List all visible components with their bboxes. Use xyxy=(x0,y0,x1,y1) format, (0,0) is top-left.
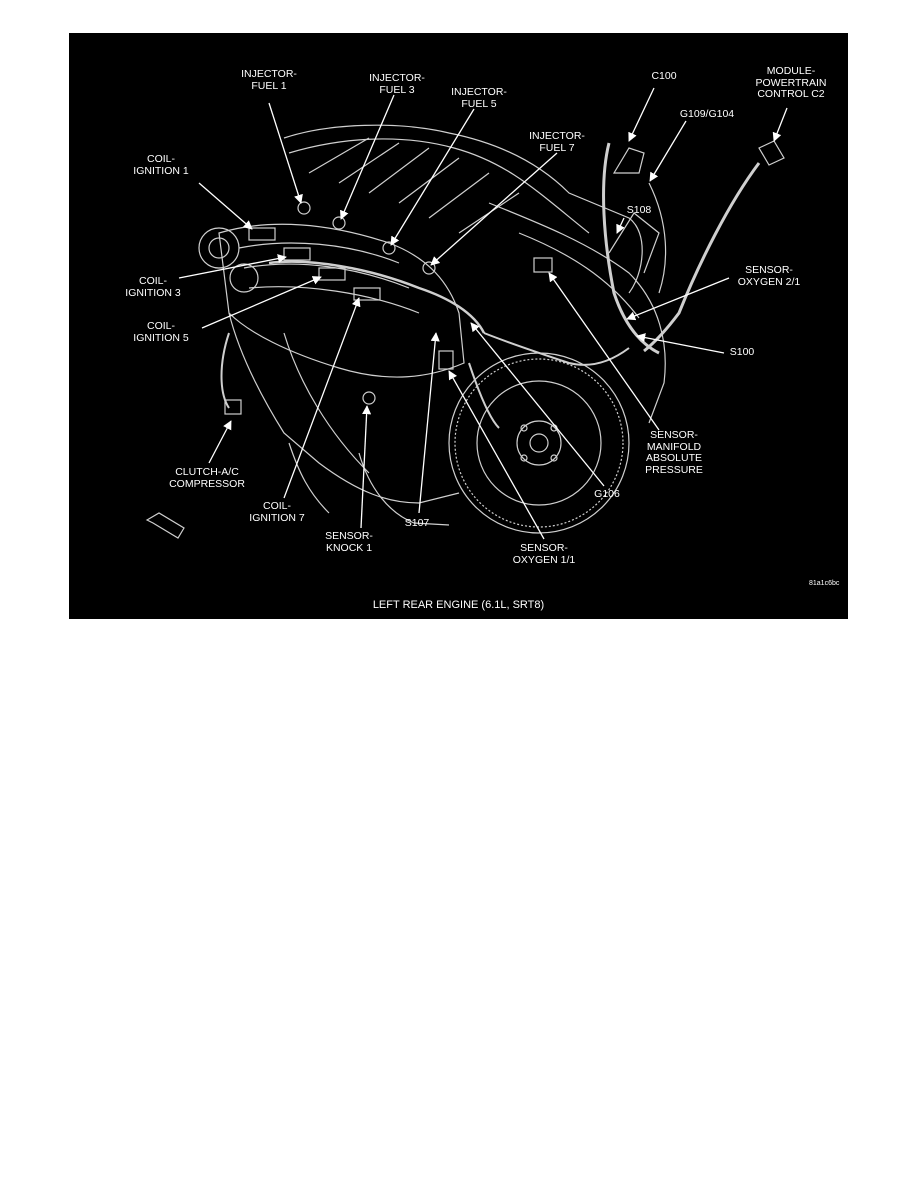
figure-id: 81a1c6bc xyxy=(809,580,840,587)
label-sensor-oxygen-1-1: SENSOR- OXYGEN 1/1 xyxy=(512,542,576,566)
leader-g106 xyxy=(470,322,605,487)
leader-clutch-ac xyxy=(208,420,232,464)
label-injector-fuel-5: INJECTOR- FUEL 5 xyxy=(451,86,507,110)
engine-illustration: FWD xyxy=(145,87,788,540)
leader-coil-ignition-3 xyxy=(178,254,287,279)
leader-sensor-oxygen-2-1 xyxy=(626,277,730,321)
leader-coil-ignition-1 xyxy=(198,182,253,230)
label-c100: C100 xyxy=(651,70,677,82)
leader-module-powertrain xyxy=(772,107,788,142)
leader-g109-g104 xyxy=(649,120,687,182)
label-s100: S100 xyxy=(729,346,755,358)
label-coil-ignition-1: COIL- IGNITION 1 xyxy=(133,153,189,177)
leader-sensor-map xyxy=(548,272,660,431)
engine-diagram: FWD INJECTOR- FUEL 1 INJECTOR- FUEL 3 IN… xyxy=(69,33,848,619)
leader-sensor-oxygen-1-1 xyxy=(448,370,545,540)
leader-coil-ignition-5 xyxy=(201,276,322,329)
label-sensor-map: SENSOR- MANIFOLD ABSOLUTE PRESSURE xyxy=(645,429,703,476)
label-injector-fuel-1: INJECTOR- FUEL 1 xyxy=(241,68,297,92)
label-s107: S107 xyxy=(404,517,430,529)
leader-injector-fuel-3 xyxy=(340,94,395,220)
label-coil-ignition-7: COIL- IGNITION 7 xyxy=(249,500,305,524)
label-g109-g104: G109/G104 xyxy=(679,108,735,120)
leader-injector-fuel-7 xyxy=(430,152,558,266)
label-sensor-oxygen-2-1: SENSOR- OXYGEN 2/1 xyxy=(737,264,801,288)
leader-s108 xyxy=(616,217,625,234)
leader-sensor-knock-1 xyxy=(360,405,372,529)
leader-coil-ignition-7 xyxy=(283,297,361,499)
leader-injector-fuel-1 xyxy=(268,102,303,204)
label-sensor-knock-1: SENSOR- KNOCK 1 xyxy=(325,530,373,554)
label-coil-ignition-3: COIL- IGNITION 3 xyxy=(125,275,181,299)
leader-c100 xyxy=(628,87,655,142)
engine-outline xyxy=(145,124,785,539)
label-injector-fuel-3: INJECTOR- FUEL 3 xyxy=(369,72,425,96)
label-coil-ignition-5: COIL- IGNITION 5 xyxy=(133,320,189,344)
leader-injector-fuel-5 xyxy=(390,108,475,246)
label-injector-fuel-7: INJECTOR- FUEL 7 xyxy=(529,130,585,154)
label-g106: G106 xyxy=(594,488,620,500)
label-s108: S108 xyxy=(626,204,652,216)
leader-lines xyxy=(178,87,788,540)
leader-s100 xyxy=(636,333,725,354)
label-module-powertrain: MODULE- POWERTRAIN CONTROL C2 xyxy=(755,65,827,100)
leader-s107 xyxy=(418,332,440,514)
figure-caption: LEFT REAR ENGINE (6.1L, SRT8) xyxy=(372,599,545,611)
label-clutch-ac: CLUTCH-A/C COMPRESSOR xyxy=(169,466,245,490)
